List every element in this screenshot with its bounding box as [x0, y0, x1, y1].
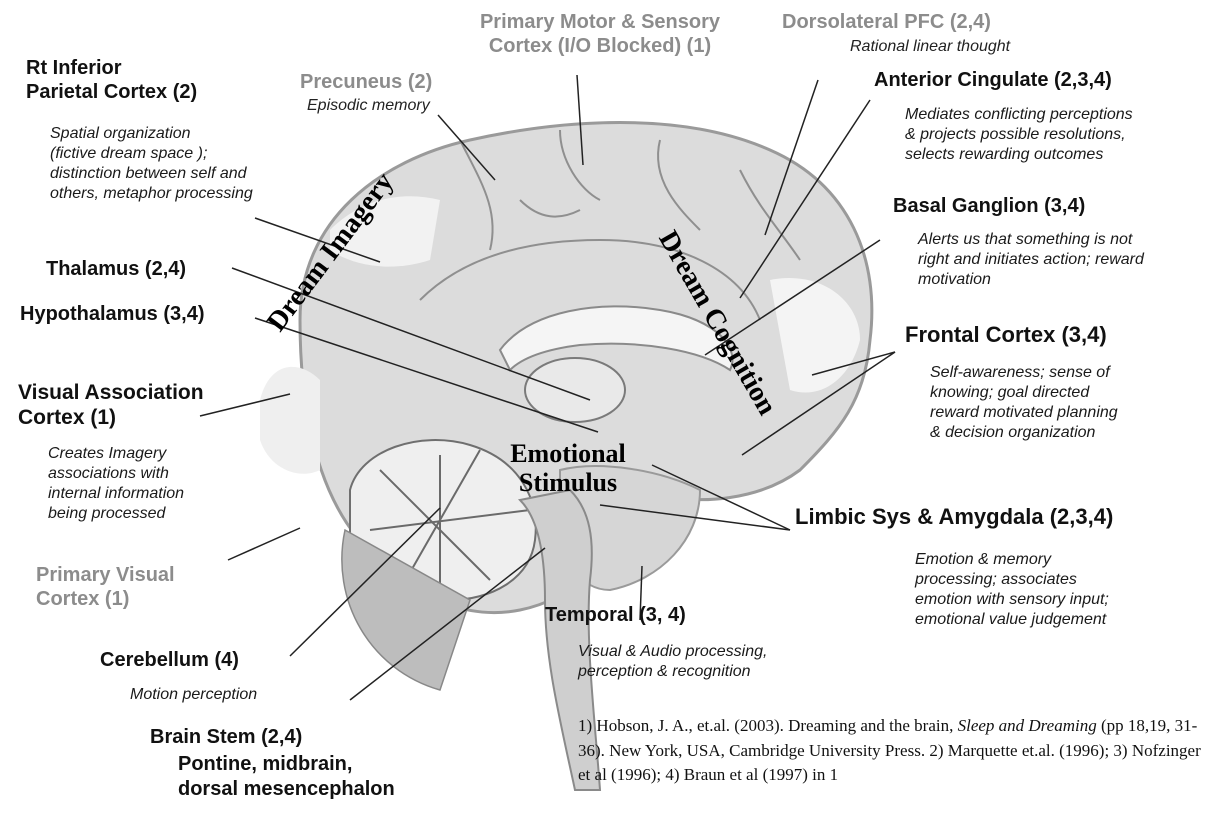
- limbic-title: Limbic Sys & Amygdala (2,3,4): [795, 504, 1113, 530]
- basal-ganglion-title: Basal Ganglion (3,4): [893, 194, 1085, 218]
- visual-association-desc: Creates Imagery associations with intern…: [48, 444, 184, 524]
- thalamus-title: Thalamus (2,4): [46, 257, 186, 281]
- primary-visual-title: Primary Visual Cortex (1): [36, 563, 175, 611]
- basal-ganglion-desc: Alerts us that something is not right an…: [918, 230, 1144, 290]
- hypothalamus-title: Hypothalamus (3,4): [20, 302, 204, 326]
- anterior-cingulate-desc: Mediates conflicting perceptions & proje…: [905, 105, 1133, 165]
- frontal-cortex-title: Frontal Cortex (3,4): [905, 322, 1107, 348]
- dorsolateral-pfc-title: Dorsolateral PFC (2,4): [782, 10, 991, 34]
- visual-association-title: Visual Association Cortex (1): [18, 380, 204, 430]
- temporal-desc: Visual & Audio processing, perception & …: [578, 642, 767, 682]
- primary-motor-title: Primary Motor & Sensory Cortex (I/O Bloc…: [450, 10, 750, 58]
- precuneus-title: Precuneus (2): [300, 70, 432, 94]
- limbic-desc: Emotion & memory processing; associates …: [915, 550, 1109, 630]
- anterior-cingulate-title: Anterior Cingulate (2,3,4): [874, 68, 1112, 92]
- brain-stem-title: Brain Stem (2,4): [150, 725, 302, 749]
- brain-stem-sub: Pontine, midbrain, dorsal mesencephalon: [178, 752, 395, 802]
- frontal-cortex-desc: Self-awareness; sense of knowing; goal d…: [930, 363, 1118, 443]
- reference-part1: 1) Hobson, J. A., et.al. (2003). Dreamin…: [578, 716, 958, 735]
- dorsolateral-pfc-desc: Rational linear thought: [850, 37, 1010, 56]
- reference-text: 1) Hobson, J. A., et.al. (2003). Dreamin…: [578, 714, 1213, 815]
- precuneus-desc: Episodic memory: [307, 96, 430, 115]
- cerebellum-desc: Motion perception: [130, 685, 257, 704]
- temporal-title: Temporal (3, 4): [545, 603, 686, 627]
- rt-inferior-parietal-title: Rt Inferior Parietal Cortex (2): [26, 56, 197, 104]
- occipital-highlight: [260, 367, 320, 474]
- rt-inferior-parietal-desc: Spatial organization (fictive dream spac…: [50, 124, 253, 204]
- cerebellum-title: Cerebellum (4): [100, 648, 239, 672]
- reference-italic: Sleep and Dreaming: [958, 716, 1097, 735]
- emotional-stimulus-region-label: Emotional Stimulus: [478, 440, 658, 497]
